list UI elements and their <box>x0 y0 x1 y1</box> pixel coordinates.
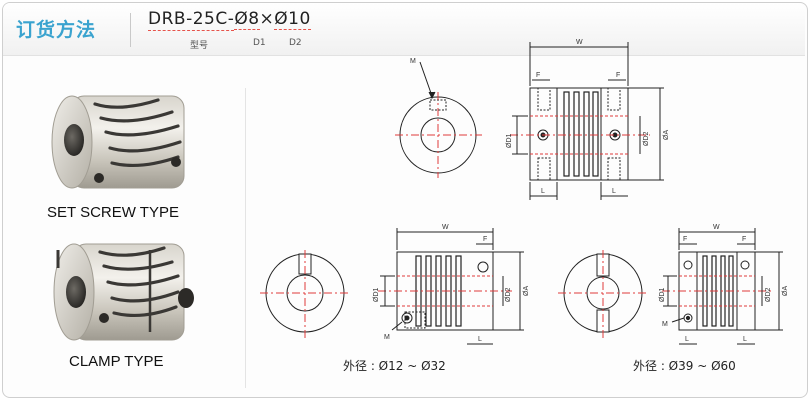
top-l1-label: L <box>541 188 545 195</box>
small-a-label: ØA <box>523 286 530 296</box>
top-l2-label: L <box>612 188 616 195</box>
small-f-label: F <box>483 236 487 243</box>
label-d1: D1 <box>253 38 266 48</box>
label-model: 型号 <box>190 41 209 51</box>
panel-divider <box>245 88 246 388</box>
small-range-label: 外径 : Ø12 ~ Ø32 <box>343 359 446 373</box>
small-end-view <box>260 250 350 338</box>
label-d2: D2 <box>289 38 302 48</box>
large-side-view <box>662 228 783 345</box>
top-d2-label: ØD2 <box>643 132 650 147</box>
top-a-label: ØA <box>663 130 670 140</box>
large-a-label: ØA <box>782 286 789 296</box>
model-d1: Ø8 <box>234 9 260 30</box>
model-d2: Ø10 <box>274 9 311 30</box>
set-screw-caption: SET SCREW TYPE <box>47 204 179 221</box>
large-d2-label: ØD2 <box>765 288 772 303</box>
order-header <box>3 3 805 56</box>
clamp-coupling-photo <box>53 243 194 341</box>
top-f2-label: F <box>616 72 620 79</box>
large-m-label: M <box>662 321 668 328</box>
top-m-label: M <box>410 58 416 65</box>
small-m-label: M <box>384 334 390 341</box>
top-end-view <box>395 61 482 178</box>
top-w-label: W <box>576 39 583 46</box>
top-d1-label: ØD1 <box>506 134 513 149</box>
clamp-caption: CLAMP TYPE <box>69 353 164 370</box>
large-end-view <box>558 250 648 338</box>
small-d1-label: ØD1 <box>373 288 380 303</box>
large-d1-label: ØD1 <box>659 288 666 303</box>
small-d2-label: ØD2 <box>505 288 512 303</box>
large-f2-label: F <box>742 236 746 243</box>
large-range-label: 外径 : Ø39 ~ Ø60 <box>633 359 736 373</box>
top-f1-label: F <box>536 72 540 79</box>
large-w-label: W <box>713 224 720 231</box>
model-code: DRB-25C-Ø8×Ø10 <box>148 9 311 31</box>
large-l1-label: L <box>685 336 689 343</box>
top-side-view <box>510 42 664 200</box>
large-l2-label: L <box>743 336 747 343</box>
small-w-label: W <box>442 224 449 231</box>
model-base: DRB-25C- <box>148 9 235 31</box>
header-divider <box>130 13 131 47</box>
small-l-label: L <box>478 336 482 343</box>
model-separator: × <box>259 9 275 29</box>
small-side-view <box>378 228 524 345</box>
order-title: 订货方法 <box>16 19 97 41</box>
set-screw-coupling-photo <box>51 95 185 189</box>
large-f1-label: F <box>683 236 687 243</box>
